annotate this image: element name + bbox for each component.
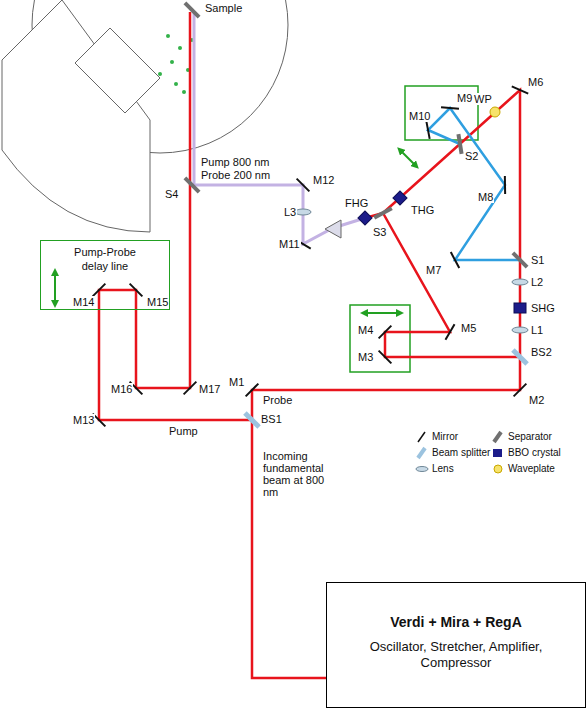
legend-text: Beam splitter xyxy=(432,447,490,459)
legend-waveplate-icon xyxy=(494,465,502,473)
delay-stage-box xyxy=(350,305,410,372)
part-label: M8 xyxy=(477,191,494,203)
part-label: BS1 xyxy=(260,413,283,425)
mirror-symbol xyxy=(441,107,459,108)
part-label: L2 xyxy=(530,276,544,288)
mirror-symbol xyxy=(297,179,310,192)
ion-dot xyxy=(158,72,162,76)
beam-splitter-symbol xyxy=(245,413,259,427)
lens-symbol xyxy=(295,209,311,215)
ion-dot xyxy=(174,82,178,86)
part-label: M2 xyxy=(528,394,545,406)
legend-mirror-icon xyxy=(418,432,425,442)
legend-splitter-icon xyxy=(418,448,425,458)
part-label: M13 xyxy=(72,414,95,426)
part-label: M12 xyxy=(312,174,335,186)
part-label: S4 xyxy=(164,188,179,200)
part-label: M3 xyxy=(357,351,374,363)
part-label: M15 xyxy=(146,296,169,308)
legend-lens-icon xyxy=(416,467,428,472)
flight-tube xyxy=(75,28,160,113)
separator-symbol xyxy=(458,134,461,154)
beam-note: Incoming fundamental beam at 800 nm xyxy=(262,450,338,498)
mirror-symbol xyxy=(246,384,259,397)
part-label: S2 xyxy=(464,150,479,162)
part-label: M11 xyxy=(278,238,301,250)
mirror-symbol xyxy=(426,121,429,139)
separator-symbol xyxy=(185,178,199,192)
beam-splitter-symbol xyxy=(513,350,527,364)
part-label: M14 xyxy=(72,296,95,308)
part-label: Probe xyxy=(262,394,293,406)
bbo-crystal-symbol xyxy=(393,191,407,205)
lens-symbol xyxy=(512,327,528,333)
detector-housing xyxy=(2,0,150,232)
part-label: THG xyxy=(410,204,435,216)
part-label: M5 xyxy=(460,322,477,334)
bbo-crystal-symbol xyxy=(358,211,372,225)
laser-beam xyxy=(194,12,365,244)
box-body: Oscillator, Stretcher, Amplifier, Compre… xyxy=(341,639,571,671)
legend-text: Separator xyxy=(508,431,552,443)
legend-bbo-icon xyxy=(493,449,502,457)
part-label: L1 xyxy=(530,324,544,336)
box-title: Pump-Probe delay line xyxy=(60,245,150,273)
box-title: Verdi + Mira + RegA xyxy=(341,613,571,631)
part-label: S3 xyxy=(372,226,387,238)
legend-text: BBO crystal xyxy=(508,447,561,459)
part-label: L3 xyxy=(283,206,297,218)
legend-text: Mirror xyxy=(432,431,458,443)
part-label: Pump 800 nm xyxy=(200,156,270,168)
mirror-symbol xyxy=(514,384,527,397)
part-label: M9 xyxy=(456,92,473,104)
mirror-symbol xyxy=(184,382,197,395)
mirror-symbol xyxy=(512,86,528,93)
part-label: Pump xyxy=(168,425,199,437)
mirror-symbol xyxy=(504,176,506,194)
separator-symbol xyxy=(185,3,199,17)
part-label: SHG xyxy=(530,302,556,314)
laser-beam xyxy=(428,108,520,260)
translation-arrow xyxy=(364,312,400,314)
part-label: M10 xyxy=(408,110,431,122)
laser-beam xyxy=(383,213,520,357)
part-label: S1 xyxy=(530,254,545,266)
part-label: M16 xyxy=(110,383,133,395)
waveplate-symbol xyxy=(490,107,500,117)
legend-text: Waveplate xyxy=(508,463,555,475)
part-label: WP xyxy=(473,93,493,105)
mirror-symbol xyxy=(445,324,454,340)
part-label: M1 xyxy=(228,376,245,388)
part-label: Probe 200 nm xyxy=(200,169,271,181)
mirror-symbol xyxy=(379,351,392,364)
bbo-crystal-symbol xyxy=(514,303,526,313)
mirror-symbol xyxy=(93,284,106,297)
prism-symbol xyxy=(325,220,341,238)
part-label: BS2 xyxy=(530,346,553,358)
legend-text: Lens xyxy=(432,463,454,475)
part-label: M7 xyxy=(425,264,442,276)
part-label: Sample xyxy=(204,2,243,14)
part-label: M4 xyxy=(357,324,374,336)
ion-dot xyxy=(170,60,174,64)
translation-arrow xyxy=(54,272,56,304)
laser-system-box: Verdi + Mira + RegA Oscillator, Stretcher… xyxy=(326,582,586,708)
part-label: FHG xyxy=(344,197,369,209)
mirror-symbol xyxy=(451,252,459,268)
mirror-symbol xyxy=(379,326,392,339)
part-label: M17 xyxy=(198,383,221,395)
separator-symbol xyxy=(513,253,527,267)
laser-beam xyxy=(99,12,252,420)
ion-dot xyxy=(166,34,170,38)
translation-arrow xyxy=(400,150,416,166)
part-label: M6 xyxy=(527,76,544,88)
separator-symbol xyxy=(374,208,392,218)
legend-separator-icon xyxy=(494,432,501,442)
ion-dot xyxy=(178,46,182,50)
ion-dot xyxy=(182,90,186,94)
mirror-symbol xyxy=(130,284,143,297)
lens-symbol xyxy=(512,279,528,285)
